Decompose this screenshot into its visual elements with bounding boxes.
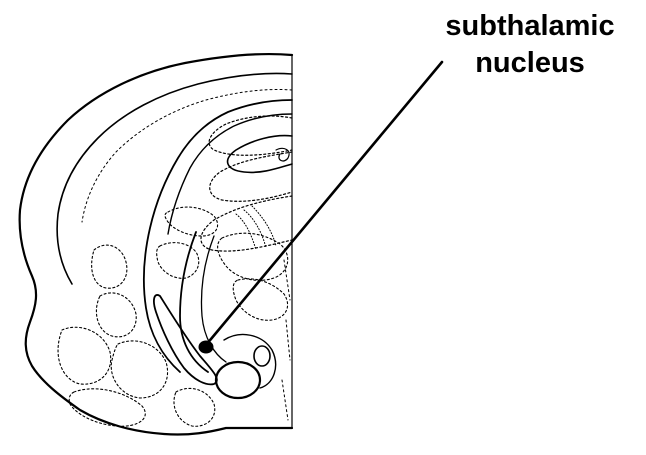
cortex-inner-boundary — [57, 73, 292, 284]
external-capsule-inner — [168, 114, 292, 234]
thalamic-nucleus-a — [218, 233, 288, 280]
medial-nucleus — [254, 346, 270, 366]
lateral-region-mid — [96, 293, 136, 337]
thalamic-hatch — [236, 206, 276, 250]
brain-outline — [20, 54, 292, 435]
annotation-leader-line — [206, 62, 442, 345]
annotation-label-line2: nucleus — [430, 45, 630, 82]
annotation-label: subthalamic nucleus — [430, 8, 630, 82]
mammillary-structure — [216, 362, 260, 398]
subthalamic-nucleus — [199, 341, 213, 353]
midline-texture — [282, 260, 290, 420]
annotation-label-line1: subthalamic — [430, 8, 630, 45]
ventral-region — [69, 389, 145, 426]
thalamic-nucleus-b — [233, 279, 287, 320]
lateral-region-lower — [58, 327, 111, 384]
hypothalamic-region — [224, 335, 276, 388]
amygdala-region — [111, 341, 167, 398]
lateral-region-upper — [92, 245, 127, 288]
thalamic-nucleus-c — [157, 243, 199, 279]
piriform-region — [174, 388, 215, 426]
